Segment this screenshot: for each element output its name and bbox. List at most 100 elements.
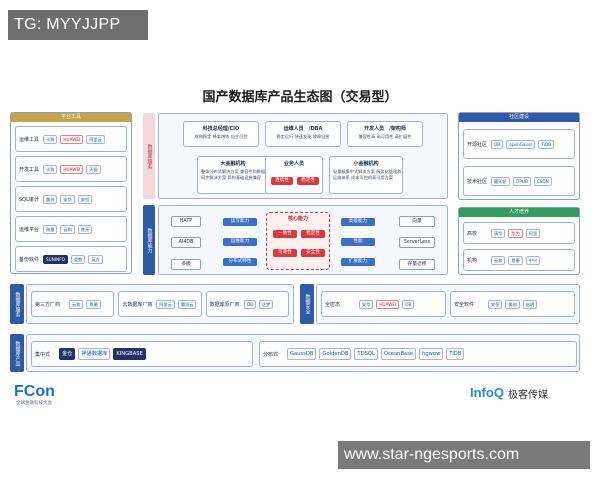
cell-label: 安全软件 [454, 301, 475, 308]
row-label: 技术社区 [467, 178, 488, 185]
multimodel-box: 多模 [171, 259, 201, 270]
row-label: SQL审计 [19, 196, 39, 203]
vendor-logo: openGauss [506, 139, 536, 149]
cell-label: 全密态 [325, 301, 341, 308]
vendor-logo: 英方 [88, 254, 103, 264]
vendor-logo: 阿里云 [86, 134, 105, 144]
vendor-logo: 美创 [505, 299, 520, 309]
talent-panel: 人才培养 高校清华华为阿里机构云和恩墨中兴 [458, 207, 580, 275]
row-label: 开发工具 [19, 166, 40, 173]
vendor-logo: 腾讯云 [177, 299, 197, 309]
small-finance-box: 小金融机构 轻量级集中式解决方案 服务化管理和运维体系 成本可控的高可用方案 [329, 156, 403, 194]
tool-row: 机构云和恩墨中兴 [463, 249, 575, 271]
vendor-logo: 恩墨 [86, 299, 101, 309]
serverless-box: ServerLess [399, 237, 435, 248]
vendor-logo: 普元 [77, 224, 93, 234]
row-label: 运维平台 [19, 226, 40, 233]
vendor-logo: 安华 [359, 299, 374, 309]
vendor-logo: 天极 [86, 164, 101, 174]
jike-logo: 极客传媒 [508, 390, 548, 401]
fcon-logo: FCon [14, 383, 55, 400]
service-cell: 安全软件安恒美创启明 [450, 291, 575, 317]
talent-header: 人才培养 [459, 208, 579, 217]
vendor-logo: 阿里云 [156, 299, 175, 309]
security: 安全性 [301, 249, 325, 257]
stability: 稳定性 [301, 230, 325, 238]
service-row-band: 数据库服务 [10, 284, 24, 324]
product-logo: GaussDB [287, 348, 317, 360]
migration-box: 存量迁移 [399, 259, 435, 270]
watermark-bottom-right: www.star-ngesports.com [338, 441, 590, 469]
core-capability: 核心能力 一致性 稳定性 可靠性 安全性 [266, 212, 330, 270]
tool-row: 高校清华华为阿里 [463, 222, 575, 244]
vendor-logo: ITPUB [512, 176, 531, 186]
needs-panel: 科技总经理/CIO 成熟稳定 降本增效 自主可控 运维人员 /DBA 稳定运行 … [158, 113, 448, 199]
service-cell: 云数据库厂商阿里云腾讯云 [118, 291, 202, 317]
product-logo: OceanBase [380, 348, 417, 360]
reliability: 可靠性 [273, 249, 297, 257]
performance: 性能 [341, 238, 375, 246]
vendor-logo: 美创 [43, 194, 58, 204]
vendor-logo: OB [402, 299, 415, 309]
vendor-logo: 云和 [60, 224, 75, 234]
vendor-logo: 中兴 [525, 255, 541, 265]
watermark-top-left: TG: MYYJJPP [8, 10, 148, 40]
safety-band: 数据安全 [300, 284, 314, 324]
htap-box: HATP [171, 216, 201, 227]
cell-label: 数据库原厂商 [209, 301, 240, 308]
vendor-logo: 爱数 [70, 254, 86, 264]
distributed-capability: 分布式特性 [223, 258, 257, 266]
vendor-logo: 海量 [43, 224, 58, 234]
dba-box: 运维人员 /DBA 稳定运行 快速发现 故障自愈 [265, 121, 341, 147]
rw-capability: 读写能力 [223, 218, 257, 226]
tool-row: SQL审计美创安华安恒 [15, 186, 127, 212]
scalability: 扩展能力 [341, 258, 375, 266]
infoq-logo: InfoQ [470, 385, 504, 400]
row-label: 高校 [467, 230, 478, 237]
vendor-logo: SUNINFO [43, 254, 68, 264]
cell-label: 云数据库厂商 [122, 301, 153, 308]
ai4db-box: AI4DB [171, 237, 201, 248]
product-logo: 金仓 [59, 348, 76, 360]
row-label: 机构 [467, 257, 478, 264]
row-label: 运维工具 [19, 136, 40, 143]
diagram-title: 国产数据库产品生态图（交易型） [202, 90, 398, 105]
service-cell: 第三方厂商云和恩墨 [31, 291, 115, 317]
product-logo: 神通数据库 [78, 348, 111, 360]
stability-button: 稳定性 [297, 177, 319, 185]
community-header: 社区建设 [459, 113, 579, 122]
vendor-logo: 恩墨 [508, 255, 523, 265]
product-logo: GoldenDB [319, 348, 352, 360]
capability-panel: HATP AI4DB 多模 读写能力 运维能力 分布式特性 核心能力 一致性 稳… [158, 205, 448, 275]
vendor-logo: 墨天轮 [491, 176, 510, 186]
fcon-subtitle: 全球金融科技大会 [16, 401, 52, 406]
vendor-logo: 卡狗 [43, 134, 58, 144]
product-logo: hgwow [419, 348, 444, 360]
vendor-logo: HUAWEI [376, 299, 400, 309]
vector-box: 向量 [399, 216, 435, 227]
cio-box: 科技总经理/CIO 成熟稳定 降本增效 自主可控 [183, 121, 259, 147]
vendor-logo: 云和 [69, 299, 84, 309]
product-logo: TiDB [446, 348, 465, 360]
architect-box: 开发人员 /架构师 兼容性高 高可用性 高扩展性 [347, 121, 423, 147]
product-logo: KINGBASE [113, 348, 146, 360]
vendor-logo: CSDN [533, 176, 552, 186]
continuity-button: 连续性 [271, 177, 293, 185]
consistency: 一致性 [273, 230, 297, 238]
platform-tools-header: 平台工具 [11, 113, 131, 122]
vendor-logo: 达梦 [258, 299, 274, 309]
vendor-logo: HUAWEI [60, 164, 84, 174]
vendor-logo: 卡狗 [43, 164, 58, 174]
